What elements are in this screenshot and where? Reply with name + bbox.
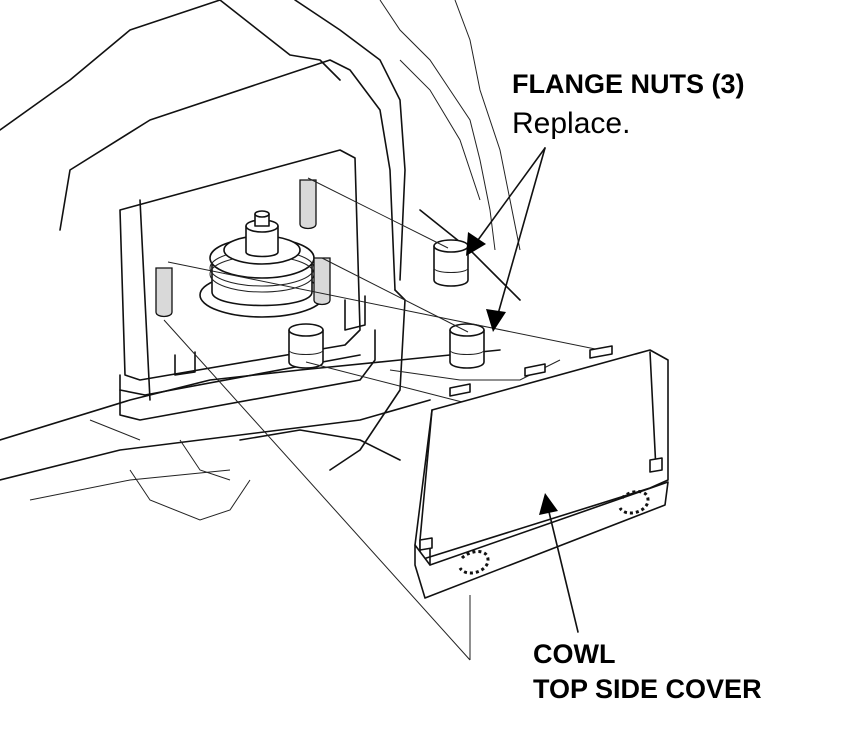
flange-nuts-label: FLANGE NUTS (3) xyxy=(512,69,745,99)
flange-nuts-note: Replace. xyxy=(512,107,631,140)
strut-mount xyxy=(199,210,325,318)
cowl-label-line1: COWL xyxy=(533,639,616,669)
flange-nut-arrows xyxy=(466,147,546,332)
cowl-label-line2: TOP SIDE COVER xyxy=(533,674,762,704)
alignment-lines xyxy=(163,177,611,661)
cowl-arrow xyxy=(539,493,579,633)
flange-nut-3 xyxy=(449,323,485,369)
flange-nut-1 xyxy=(288,323,324,369)
body-shell xyxy=(0,0,561,521)
cowl-top-side-cover xyxy=(414,345,669,660)
flange-nut-2 xyxy=(433,239,469,287)
